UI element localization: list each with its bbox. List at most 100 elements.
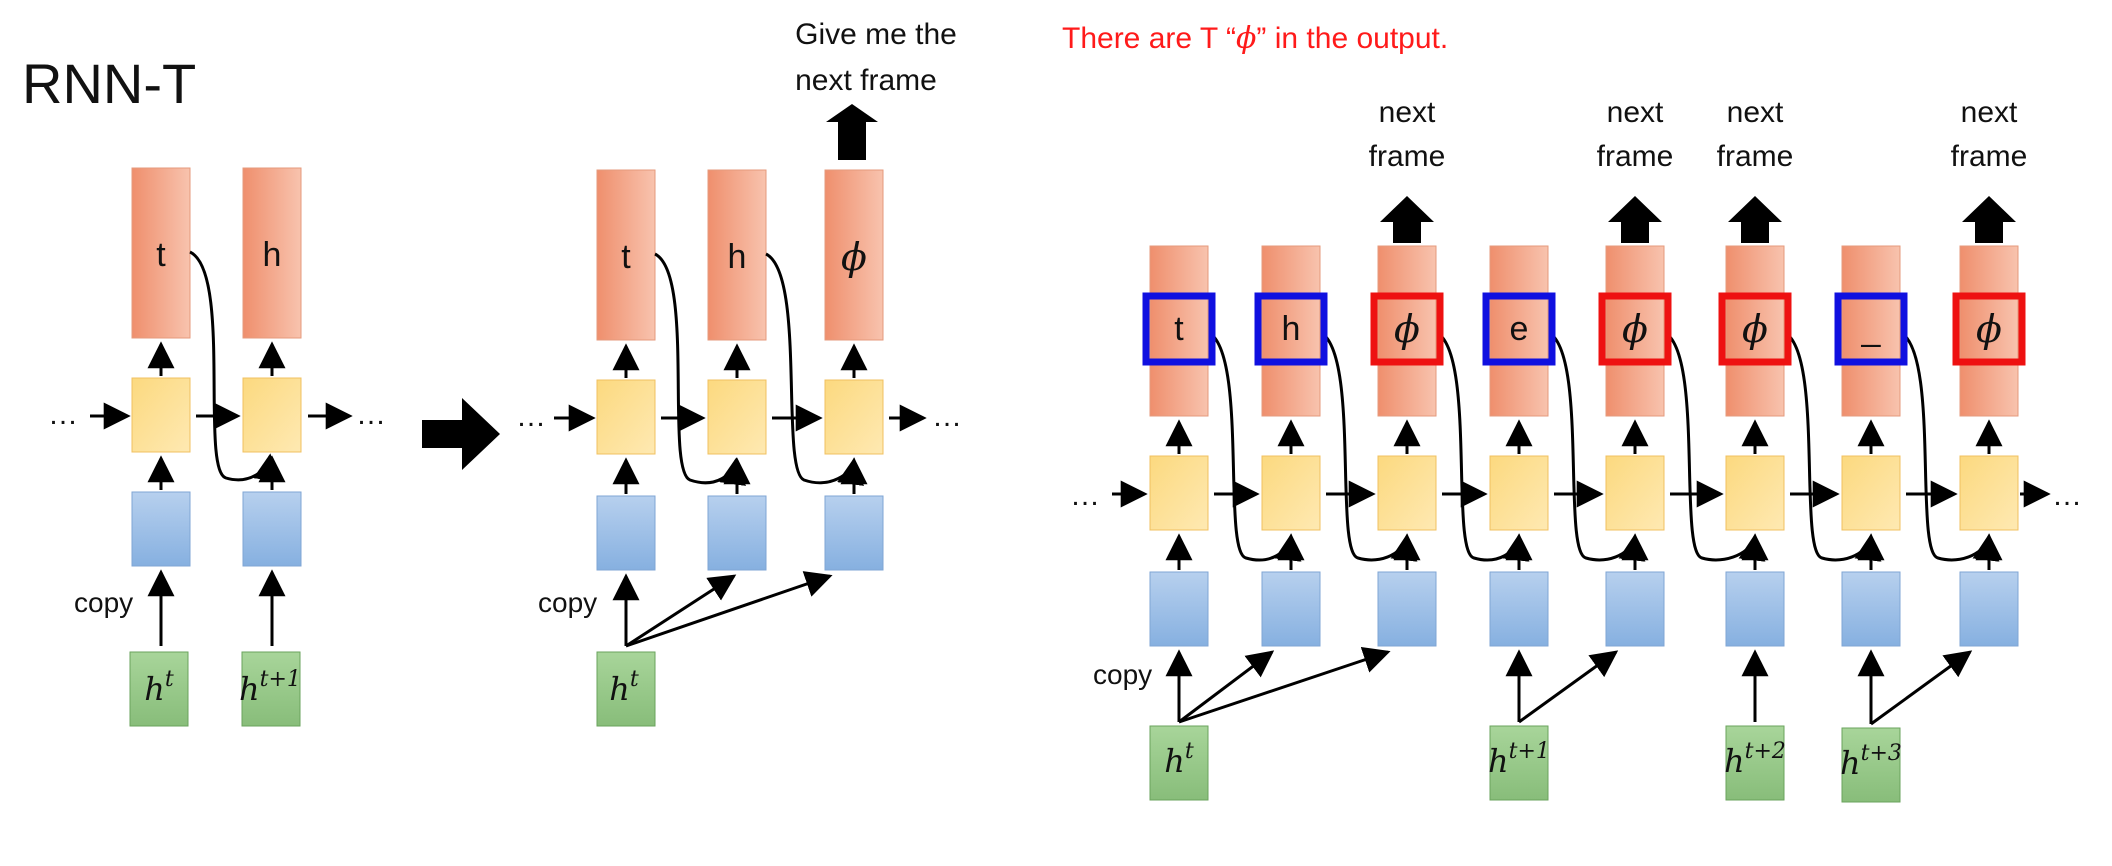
hidden-cell: [1261, 455, 1321, 531]
output-cell: [131, 167, 191, 339]
output-label: ϕ: [1622, 307, 1648, 351]
embed-cell: [131, 491, 191, 567]
embed-cell: [242, 491, 302, 567]
output-cell: [1149, 245, 1209, 417]
output-cell: [1261, 245, 1321, 417]
hidden-cell: [824, 379, 884, 455]
next-frame-arrow-icon: [1728, 196, 1782, 243]
next-frame-line: frame: [1951, 140, 2028, 173]
token-output-box: [1254, 292, 1328, 366]
output-label: t: [1174, 310, 1184, 348]
copy-label: copy: [538, 587, 597, 618]
hidden-cell: [1725, 455, 1785, 531]
ellipsis: …: [1070, 479, 1100, 512]
hidden-cell: [1605, 455, 1665, 531]
input-cell: [1841, 727, 1901, 803]
embed-cell: [824, 495, 884, 571]
page-title: RNN-T: [22, 52, 196, 115]
copy-label: copy: [1093, 659, 1152, 690]
output-label: t: [156, 236, 166, 274]
input-label-h: ht: [609, 667, 639, 708]
ellipsis: …: [2052, 479, 2082, 512]
output-cell: [1489, 245, 1549, 417]
input-cell: [1489, 725, 1549, 801]
hidden-cell: [1377, 455, 1437, 531]
embed-cell: [1959, 571, 2019, 647]
caption-line: next frame: [795, 64, 937, 97]
output-label: ϕ: [1976, 307, 2002, 351]
output-label: ϕ: [841, 235, 867, 279]
input-label-h: ht+1: [239, 667, 301, 708]
output-label: t: [621, 238, 631, 276]
embed-cell: [1261, 571, 1321, 647]
blank-output-box: [1370, 292, 1444, 366]
next-frame-line: next: [1607, 96, 1664, 129]
output-cell: [1959, 245, 2019, 417]
input-label-h: ht+3: [1840, 741, 1902, 782]
hidden-cell: [131, 377, 191, 453]
output-label: h: [728, 238, 747, 276]
input-cell: [1725, 725, 1785, 801]
output-label: h: [263, 236, 282, 274]
token-output-box: [1142, 292, 1216, 366]
next-frame-arrow-icon: [826, 104, 878, 160]
next-frame-line: frame: [1717, 140, 1794, 173]
input-cell: [596, 651, 656, 727]
embed-cell: [707, 495, 767, 571]
hidden-cell: [1959, 455, 2019, 531]
token-output-box: [1834, 292, 1908, 366]
input-cell: [129, 651, 189, 727]
embed-cell: [1377, 571, 1437, 647]
next-frame-arrow-icon: [1962, 196, 2016, 243]
hidden-cell: [1149, 455, 1209, 531]
input-label-h: ht+1: [1488, 739, 1550, 780]
next-frame-arrow-icon: [1608, 196, 1662, 243]
next-frame-line: next: [1961, 96, 2018, 129]
blank-output-box: [1598, 292, 1672, 366]
right-labels: … … copy: [1070, 479, 2082, 690]
ellipsis: …: [48, 398, 78, 431]
next-frame-line: next: [1379, 96, 1436, 129]
input-label-h: ht+2: [1724, 739, 1786, 780]
input-cell: [241, 651, 301, 727]
next-frame-line: frame: [1369, 140, 1446, 173]
next-frame-line: frame: [1597, 140, 1674, 173]
right-diagram: t h ϕ next frame e ϕ next frame ϕ next frame _ ϕ next f…: [1112, 96, 2051, 803]
embed-cell: [1489, 571, 1549, 647]
input-label-h: ht: [144, 667, 174, 708]
embed-cell: [1725, 571, 1785, 647]
output-label: h: [1282, 310, 1301, 348]
output-label: _: [1861, 310, 1882, 348]
embed-cell: [596, 495, 656, 571]
hidden-cell: [707, 379, 767, 455]
ellipsis: …: [932, 400, 962, 433]
next-frame-line: next: [1727, 96, 1784, 129]
copy-label: copy: [74, 587, 133, 618]
middle-diagram: Give me the next frame t h ϕ ht: [516, 18, 962, 727]
hidden-cell: [1489, 455, 1549, 531]
transform-arrow-icon: [422, 398, 500, 470]
output-note: There are T “ϕ” in the output.: [1062, 21, 1448, 56]
caption-line: Give me the: [795, 18, 957, 51]
output-cell: [242, 167, 302, 339]
embed-cell: [1605, 571, 1665, 647]
output-label: ϕ: [1394, 307, 1420, 351]
hidden-cell: [242, 377, 302, 453]
left-diagram: t h ht ht+1 … … copy: [48, 167, 386, 727]
input-label-h: ht: [1164, 739, 1194, 780]
output-cell: [1841, 245, 1901, 417]
output-label: e: [1510, 310, 1529, 348]
output-cell: [1377, 245, 1437, 417]
hidden-cell: [1841, 455, 1901, 531]
next-frame-arrow-icon: [1380, 196, 1434, 243]
blank-output-box: [1952, 292, 2026, 366]
hidden-cell: [596, 379, 656, 455]
token-output-box: [1482, 292, 1556, 366]
ellipsis: …: [516, 400, 546, 433]
output-label: ϕ: [1742, 307, 1768, 351]
ellipsis: …: [356, 398, 386, 431]
output-cell: [1725, 245, 1785, 417]
embed-cell: [1841, 571, 1901, 647]
embed-cell: [1149, 571, 1209, 647]
